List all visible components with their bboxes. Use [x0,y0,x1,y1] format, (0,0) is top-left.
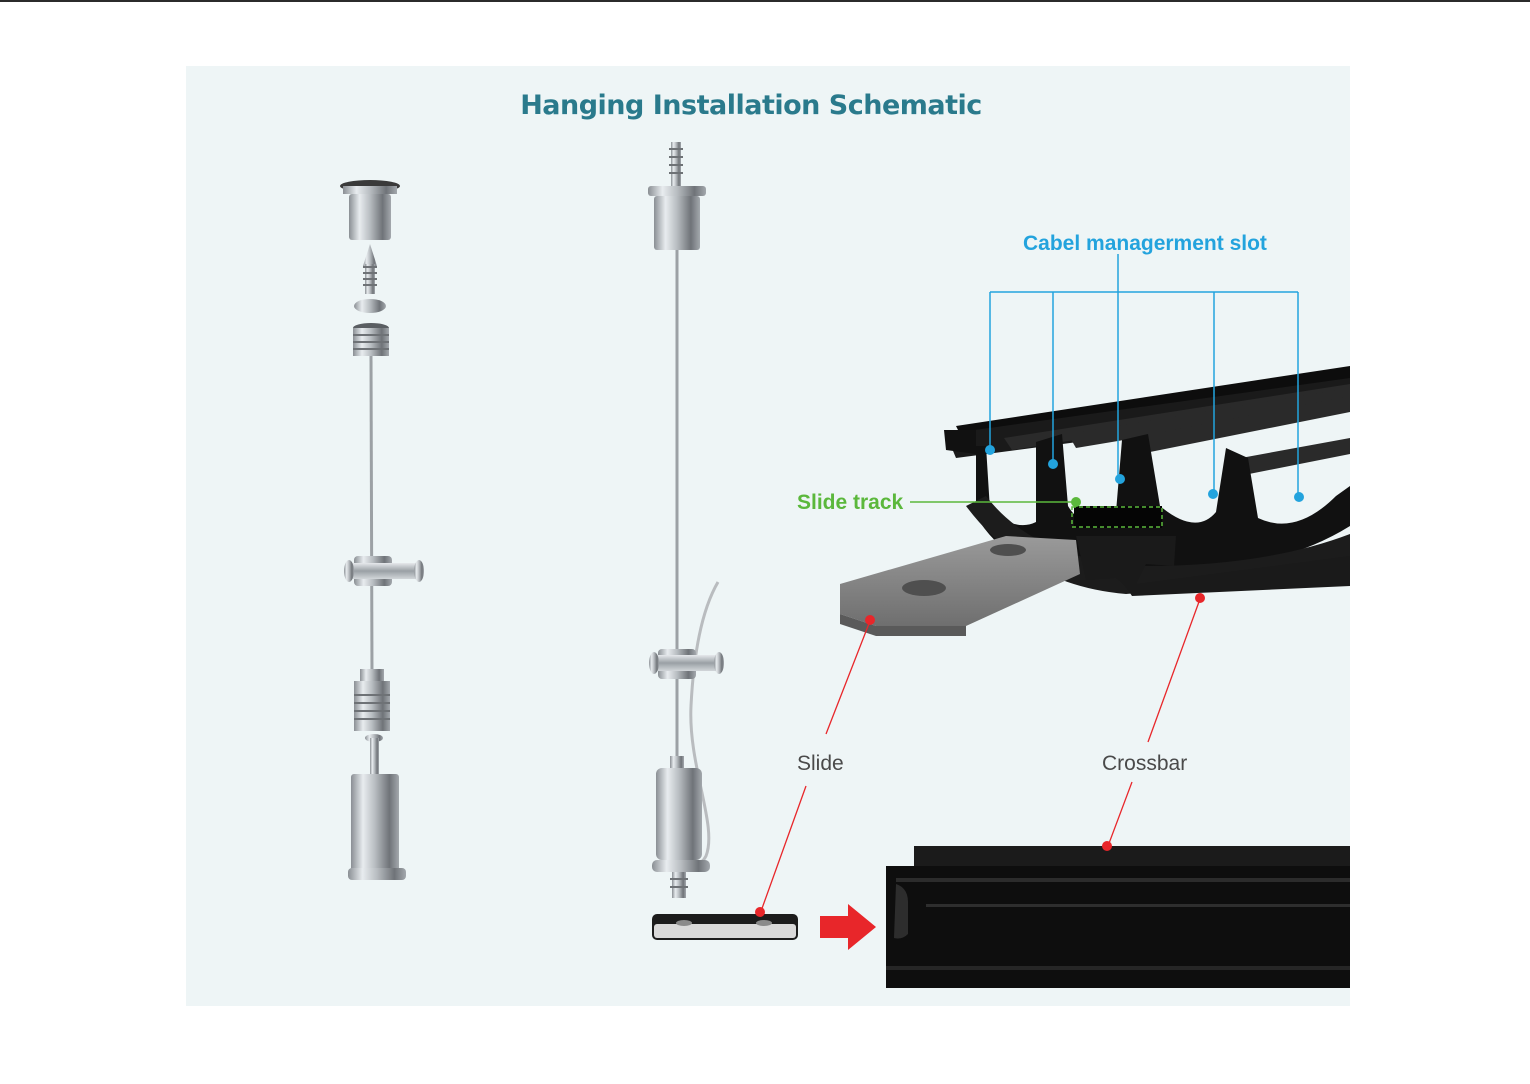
diagram-title: Hanging Installation Schematic [520,90,982,121]
schematic-panel: Hanging Installation Schematic [186,66,1350,1006]
top-border-line [0,0,1530,2]
crossbar-side-view [886,846,1350,988]
crossbar-label: Crossbar [1102,752,1188,775]
red-callouts [759,598,1201,915]
slide-track-dot [1071,497,1081,507]
red-arrow [820,904,876,950]
cable-slot-dots [985,445,1304,502]
crossbar-profile-closeup [840,366,1350,636]
cable-slot-label: Cabel managerment slot [1023,232,1267,255]
assembled-hanging-kit [648,142,798,940]
slide-track-label: Slide track [797,491,904,514]
exploded-hanging-kit [340,180,424,880]
schematic-artwork [340,142,1350,988]
slide-label: Slide [797,752,844,775]
red-callout-dots [755,593,1205,917]
cable-slot-callouts [989,254,1299,496]
